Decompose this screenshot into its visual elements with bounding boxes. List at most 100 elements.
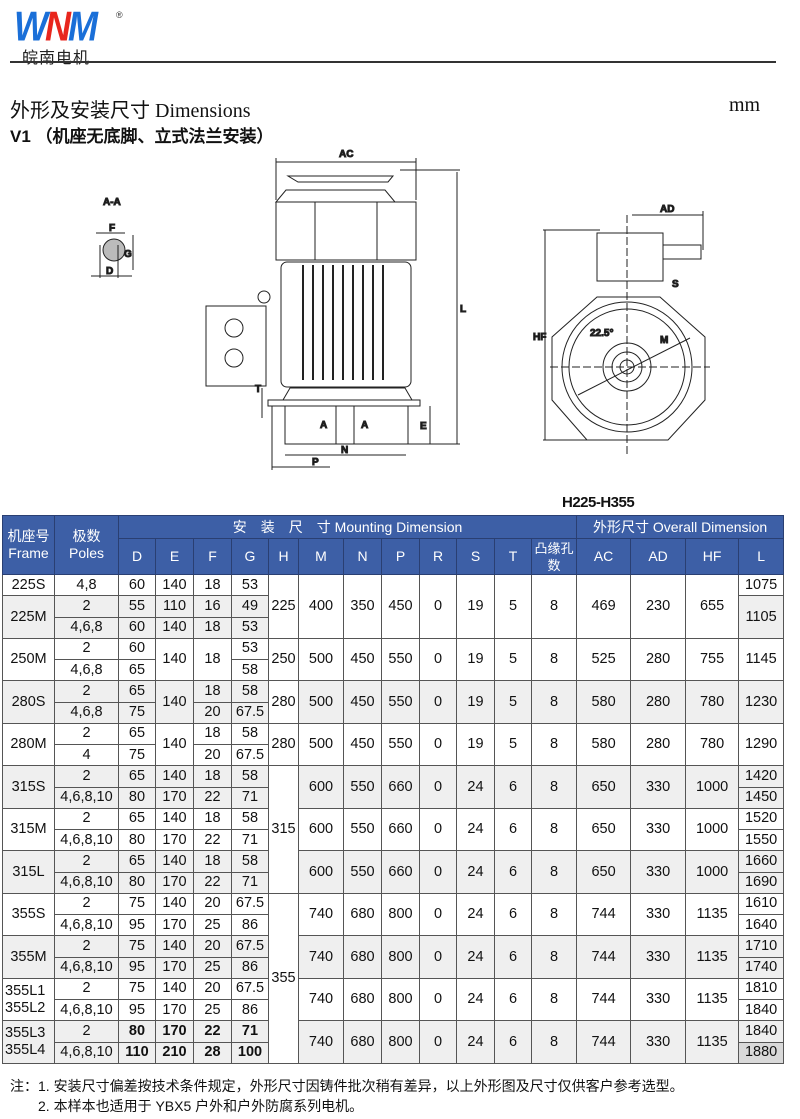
value-cell: 19 [456,574,495,639]
value-cell: 60 [118,616,156,639]
value-cell: 95 [118,913,156,937]
value-cell: 450 [343,637,382,682]
value-cell: 20 [193,935,232,958]
value-cell: 1290 [738,722,785,767]
value-cell: 22 [193,786,232,809]
poles-cell: 4,6,8,10 [54,956,119,979]
poles-cell: 4,6,8,10 [54,1041,119,1064]
header-frame: 机座号 Frame [2,515,55,575]
value-cell: 67.5 [231,935,269,958]
value-cell: 680 [343,1020,382,1064]
motor-dimension-drawing: A-A F G D AC L T A A [91,149,710,470]
value-cell: 740 [298,977,344,1022]
value-cell: 550 [343,765,382,809]
value-cell: 650 [576,850,632,894]
value-cell: 71 [231,828,269,852]
value-cell: 170 [155,956,194,979]
column-header: T [494,538,532,575]
column-header: M [298,538,344,575]
value-cell: 95 [118,956,156,979]
value-cell: 140 [155,807,194,831]
value-cell: 75 [118,935,156,958]
dim-d: D [106,266,113,277]
poles-cell: 2 [54,977,119,1001]
value-cell: 1145 [738,637,785,682]
value-cell: 18 [193,573,232,597]
frame-cell: 225S [2,573,55,597]
value-cell: 140 [155,573,194,597]
value-cell: 0 [419,1020,457,1064]
value-cell: 5 [494,722,532,767]
frame-cell: 280M [2,722,55,767]
value-cell: 0 [419,765,457,809]
value-cell: 140 [155,680,194,724]
value-cell: 1840 [738,998,785,1022]
value-cell: 16 [193,595,232,618]
frame-cell: 250M [2,637,55,682]
motor-front-view: AD S HF M 22.5° [533,204,710,455]
note-1: 注：1. 安装尺寸偏差按技术条件规定，外形尺寸因铸件批次稍有差异，以上外形图及尺… [10,1078,684,1094]
value-cell: 80 [118,828,156,852]
value-cell: 1610 [738,892,785,916]
value-cell: 1105 [738,595,785,639]
value-cell: 1640 [738,913,785,937]
poles-cell: 4,6,8,10 [54,786,119,809]
value-cell: 450 [343,722,382,767]
value-cell: 800 [381,1020,420,1064]
value-cell: 25 [193,956,232,979]
value-cell: 25 [193,913,232,937]
value-cell: 140 [155,722,194,767]
value-cell: 355 [268,892,299,1064]
value-cell: 330 [630,977,687,1022]
value-cell: 18 [193,616,232,639]
value-cell: 71 [231,871,269,894]
value-cell: 280 [268,680,299,724]
poles-cell: 4 [54,743,119,767]
value-cell: 740 [298,892,344,937]
value-cell: 140 [155,850,194,873]
value-cell: 650 [576,765,632,809]
value-cell: 140 [155,765,194,788]
value-cell: 19 [456,722,495,767]
column-header: 凸缘孔 数 [530,538,578,575]
value-cell: 170 [155,998,194,1022]
value-cell: 1135 [685,935,740,979]
value-cell: 18 [193,807,232,831]
column-header: F [193,538,232,575]
value-cell: 6 [494,1020,532,1064]
value-cell: 19 [456,637,495,682]
value-cell: 110 [118,1041,156,1064]
value-cell: 65 [118,722,156,746]
value-cell: 19 [456,680,495,724]
value-cell: 75 [118,977,156,1001]
value-cell: 67.5 [231,743,269,767]
value-cell: 8 [530,935,578,979]
shaft-section-view: A-A F G D [91,197,134,278]
value-cell: 330 [630,765,687,809]
frame-cell: 355M [2,935,55,979]
column-header: H [268,538,299,575]
value-cell: 1075 [738,573,785,597]
value-cell: 0 [419,935,457,979]
value-cell: 20 [193,892,232,916]
value-cell: 100 [231,1041,269,1064]
value-cell: 280 [268,722,299,767]
value-cell: 20 [193,743,232,767]
value-cell: 1520 [738,807,785,831]
value-cell: 500 [298,637,344,682]
value-cell: 330 [630,892,687,937]
value-cell: 170 [155,871,194,894]
value-cell: 1000 [685,807,740,852]
column-header: S [456,538,495,575]
value-cell: 0 [419,850,457,894]
value-cell: 20 [193,701,232,724]
value-cell: 140 [155,935,194,958]
column-header: AC [576,538,632,575]
